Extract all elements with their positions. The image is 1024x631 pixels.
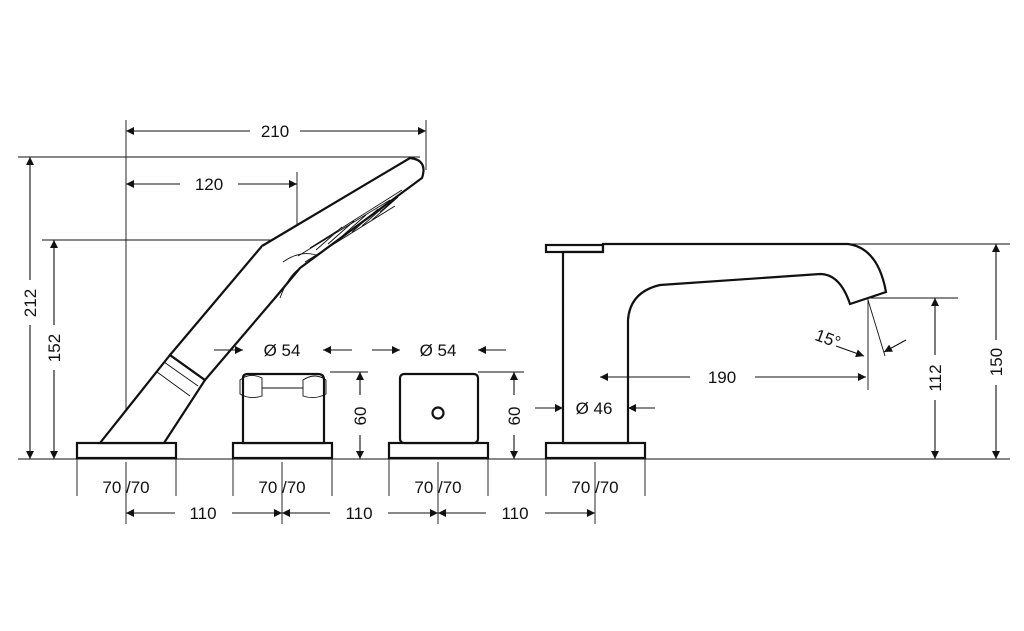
label-60-a: 60 [351, 407, 370, 426]
label-120: 120 [195, 175, 223, 194]
dimension-labels: 210 120 212 152 Ø 54 Ø 54 60 60 Ø 46 190… [21, 122, 1006, 523]
label-15-degrees: 15° [813, 326, 844, 353]
hand-shower [75, 156, 425, 460]
label-112: 112 [926, 364, 945, 391]
label-210: 210 [261, 122, 289, 141]
label-190: 190 [708, 368, 736, 387]
label-diameter-54-a: Ø 54 [264, 341, 301, 360]
label-base-1: 70 /70 [102, 478, 149, 497]
handle-2 [387, 372, 490, 460]
label-base-4: 70 /70 [571, 478, 618, 497]
handle-1 [231, 372, 334, 460]
label-diameter-46: Ø 46 [576, 399, 613, 418]
label-base-3: 70 /70 [414, 478, 461, 497]
label-spacing-3: 110 [501, 504, 528, 523]
label-base-2: 70 /70 [258, 478, 305, 497]
label-60-b: 60 [505, 407, 524, 426]
label-spacing-1: 110 [189, 504, 216, 523]
label-152: 152 [45, 334, 64, 362]
spout [544, 242, 888, 460]
label-150: 150 [987, 348, 1006, 376]
label-212: 212 [21, 289, 40, 317]
label-diameter-54-b: Ø 54 [420, 341, 457, 360]
label-spacing-2: 110 [345, 504, 372, 523]
dimension-lines [26, 127, 1000, 524]
